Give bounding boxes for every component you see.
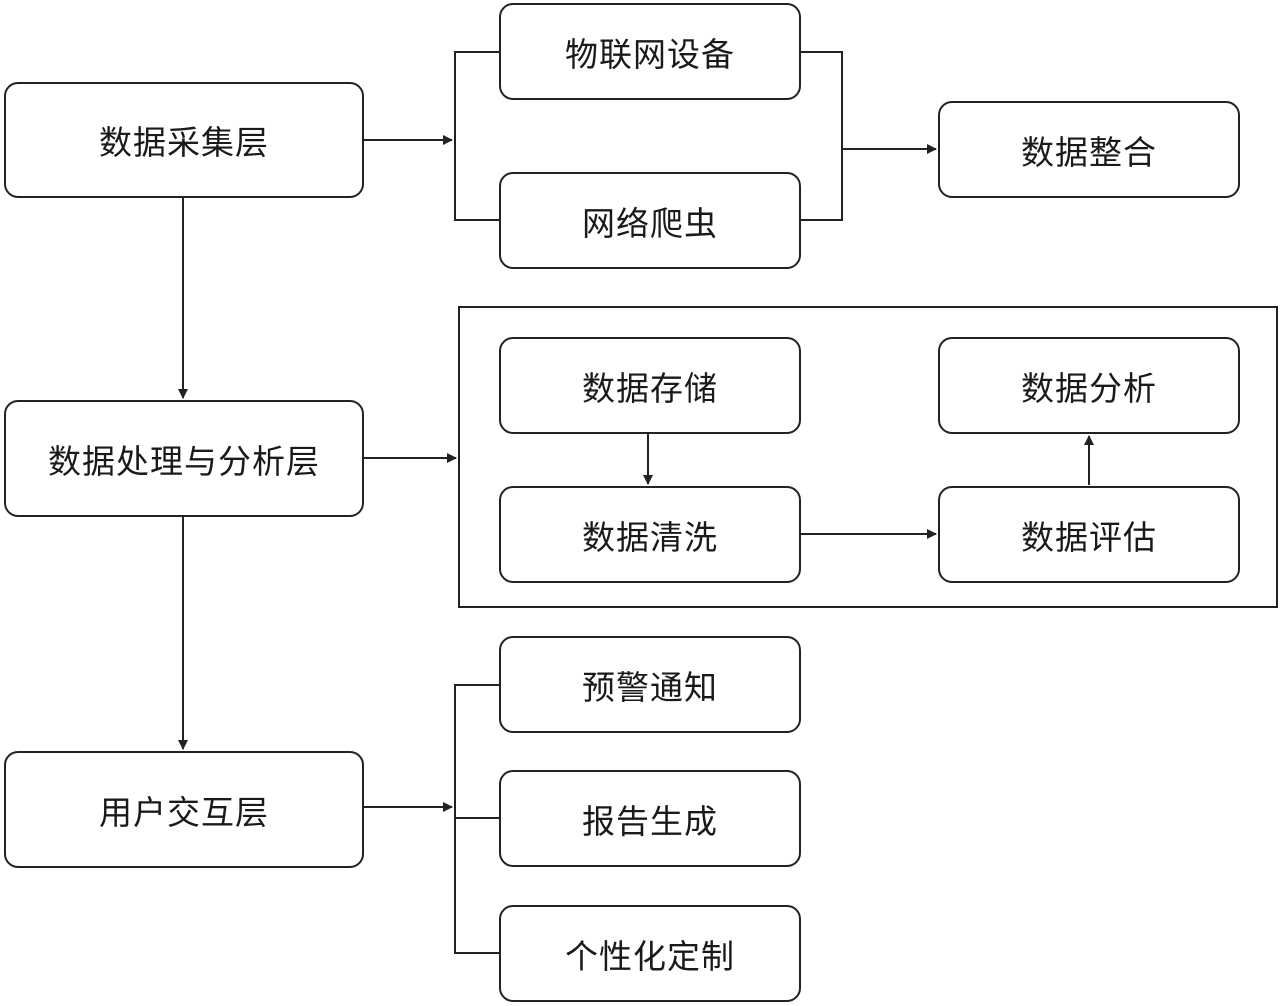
step-data-evaluation: 数据评估 (938, 486, 1240, 583)
source-web-crawler: 网络爬虫 (499, 172, 801, 269)
output-personalized-customization: 个性化定制 (499, 905, 801, 1002)
step-data-storage: 数据存储 (499, 337, 801, 434)
source-iot-devices: 物联网设备 (499, 3, 801, 100)
bracket-sources-left (454, 51, 500, 221)
output-report-generation: 报告生成 (499, 770, 801, 867)
layer-collection: 数据采集层 (4, 82, 364, 198)
processing-group-box (458, 306, 1278, 608)
output-alert-notification: 预警通知 (499, 636, 801, 733)
data-integration: 数据整合 (938, 101, 1240, 198)
layer-processing: 数据处理与分析层 (4, 400, 364, 517)
step-data-cleaning: 数据清洗 (499, 486, 801, 583)
step-data-analysis: 数据分析 (938, 337, 1240, 434)
layer-interaction: 用户交互层 (4, 751, 364, 868)
bracket-sources-right (801, 51, 843, 221)
